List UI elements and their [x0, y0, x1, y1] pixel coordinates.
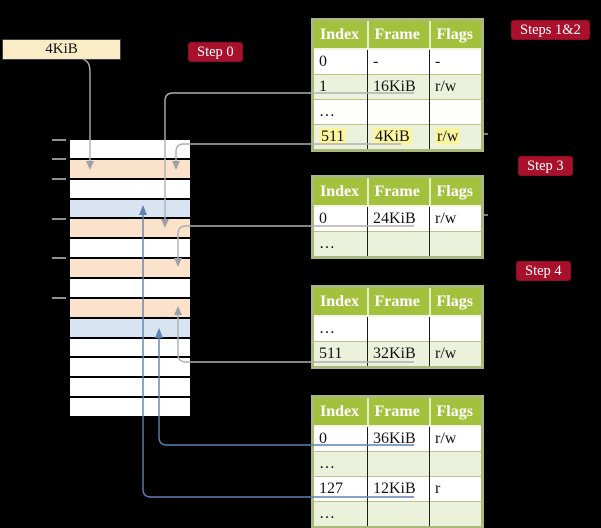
table-row: 0 24KiB r/w — [312, 205, 483, 232]
memory-tick — [52, 297, 66, 299]
cell-frame: 4KiB — [367, 124, 430, 151]
memory-tick — [52, 139, 66, 141]
cell-flags: r/w — [429, 425, 483, 452]
table-row-highlighted: 511 4KiB r/w — [312, 124, 483, 151]
memory-tick — [52, 158, 66, 160]
cell-index: … — [312, 99, 368, 125]
highlighted-value: 4KiB — [373, 128, 412, 145]
cell-flags — [429, 315, 483, 342]
cell-index: 1 — [312, 74, 368, 100]
col-header-flags: Flags — [429, 19, 483, 50]
cell-frame: - — [367, 48, 430, 75]
table-header-row: Index Frame Flags — [312, 286, 483, 317]
badge-step-0: Step 0 — [188, 42, 243, 62]
badge-steps-1-2: Steps 1&2 — [511, 20, 590, 40]
page-table-step-4: Index Frame Flags … 511 32KiB r/w — [311, 285, 484, 369]
cell-index: … — [312, 451, 368, 477]
cell-index: … — [312, 501, 368, 528]
table-row: … — [312, 501, 483, 528]
cell-frame — [367, 231, 430, 258]
frame-size-label: 4KiB — [2, 39, 121, 60]
col-header-index: Index — [312, 286, 369, 317]
table-row: 1 16KiB r/w — [312, 74, 483, 100]
highlighted-value: r/w — [435, 128, 461, 145]
cell-frame — [367, 451, 430, 477]
cell-frame: 36KiB — [367, 425, 430, 452]
col-header-index: Index — [312, 19, 369, 50]
col-header-frame: Frame — [367, 286, 431, 317]
col-header-flags: Flags — [429, 176, 483, 207]
cell-frame — [367, 99, 430, 125]
col-header-index: Index — [312, 396, 369, 427]
table-row: … — [312, 231, 483, 258]
memory-frame-row-14 — [70, 398, 190, 417]
cell-index: 511 — [312, 341, 368, 368]
table-row: … — [312, 451, 483, 477]
cell-flags: r — [429, 476, 483, 502]
cell-flags — [429, 231, 483, 258]
table-header-row: Index Frame Flags — [312, 396, 483, 427]
cell-frame — [367, 501, 430, 528]
memory-column — [70, 140, 190, 417]
table-row: … — [312, 315, 483, 342]
memory-frame-row-4 — [70, 199, 190, 218]
col-header-frame: Frame — [367, 176, 431, 207]
table-row: … — [312, 99, 483, 125]
cell-flags — [429, 99, 483, 125]
highlighted-value: 511 — [319, 128, 347, 145]
cell-flags: r/w — [429, 74, 483, 100]
cell-index: 0 — [312, 205, 368, 232]
memory-frame-row-9 — [70, 298, 190, 317]
col-header-frame: Frame — [367, 396, 431, 427]
memory-frame-row-3 — [70, 179, 190, 198]
memory-tick — [52, 218, 66, 220]
cell-index: 0 — [312, 48, 368, 75]
cell-index: 0 — [312, 425, 368, 452]
cell-index: … — [312, 315, 368, 342]
col-header-flags: Flags — [429, 396, 483, 427]
cell-index: 127 — [312, 476, 368, 502]
cell-frame: 24KiB — [367, 205, 430, 232]
memory-frame-row-2 — [70, 159, 190, 178]
memory-frame-row-7 — [70, 259, 190, 278]
cell-frame: 12KiB — [367, 476, 430, 502]
memory-frame-row-5 — [70, 219, 190, 238]
badge-step-4: Step 4 — [516, 261, 571, 281]
cell-index: … — [312, 231, 368, 258]
cell-frame: 32KiB — [367, 341, 430, 368]
page-table-step-3: Index Frame Flags 0 24KiB r/w … — [311, 175, 484, 259]
memory-tick — [52, 178, 66, 180]
table-row: 511 32KiB r/w — [312, 341, 483, 368]
cell-flags: r/w — [429, 205, 483, 232]
col-header-flags: Flags — [429, 286, 483, 317]
cell-frame: 16KiB — [367, 74, 430, 100]
table-header-row: Index Frame Flags — [312, 19, 483, 50]
col-header-index: Index — [312, 176, 369, 207]
memory-frame-row-11 — [70, 338, 190, 357]
memory-frame-row-1 — [70, 140, 190, 158]
memory-frame-row-12 — [70, 358, 190, 377]
cell-flags: - — [429, 48, 483, 75]
table-header-row: Index Frame Flags — [312, 176, 483, 207]
col-header-frame: Frame — [367, 19, 431, 50]
table-row: 127 12KiB r — [312, 476, 483, 502]
page-table-steps-1-2: Index Frame Flags 0 - - 1 16KiB r/w … — [311, 18, 484, 152]
table-row: 0 - - — [312, 48, 483, 75]
badge-step-3: Step 3 — [518, 156, 573, 176]
cell-index: 511 — [312, 124, 368, 151]
memory-frame-row-10 — [70, 318, 190, 337]
cell-flags — [429, 451, 483, 477]
cell-flags: r/w — [429, 124, 483, 151]
memory-frame-row-6 — [70, 239, 190, 258]
cell-flags: r/w — [429, 341, 483, 368]
memory-frame-row-8 — [70, 279, 190, 297]
cell-flags — [429, 501, 483, 528]
cell-frame — [367, 315, 430, 342]
page-table-leaf: Index Frame Flags 0 36KiB r/w … 127 12Ki… — [311, 395, 484, 528]
table-row: 0 36KiB r/w — [312, 425, 483, 452]
memory-tick — [52, 257, 66, 259]
memory-frame-row-13 — [70, 378, 190, 397]
